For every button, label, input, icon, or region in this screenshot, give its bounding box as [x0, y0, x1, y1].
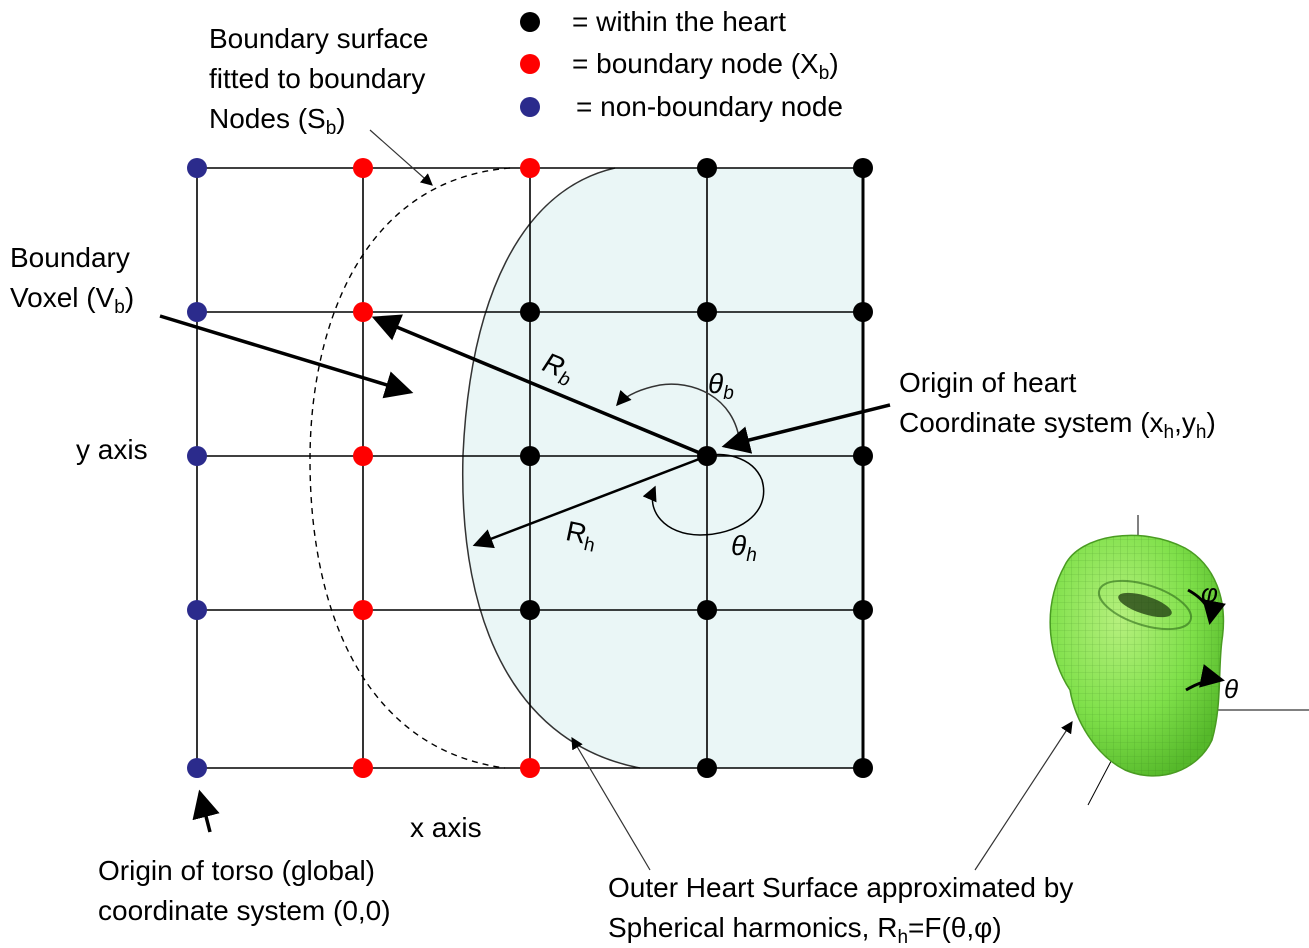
boundary-voxel-label: Boundary Voxel (Vb) — [10, 242, 135, 318]
outer-surface-pointer — [571, 736, 651, 871]
boundary-node — [520, 758, 540, 778]
theta-symbol: θ — [1224, 674, 1239, 704]
x-axis-label: x axis — [410, 812, 482, 843]
legend-nonboundary-dot — [520, 97, 540, 117]
heart-node — [853, 600, 873, 620]
boundary-node — [520, 158, 540, 178]
heart-node — [697, 758, 717, 778]
non-boundary-node — [187, 758, 207, 778]
theta-h-symbol: θh — [731, 530, 757, 566]
rh-arrow — [472, 454, 708, 549]
theta-h-loop — [642, 453, 765, 536]
rb-arrow — [371, 314, 708, 458]
outer-surface-label: Outer Heart Surface approximated by Sphe… — [608, 872, 1074, 948]
legend-boundary-dot — [520, 54, 540, 74]
phi-symbol: φ — [1201, 578, 1218, 608]
non-boundary-node — [187, 446, 207, 466]
heart-3d-model — [1049, 515, 1309, 806]
heart-node — [853, 758, 873, 778]
origin-heart-arrow — [721, 403, 891, 454]
boundary-surface-pointer — [369, 129, 433, 186]
origin-torso-arrow — [192, 789, 220, 833]
heart-region — [462, 168, 863, 768]
heart-node — [520, 302, 540, 322]
heart-node — [697, 158, 717, 178]
boundary-node — [353, 158, 373, 178]
fitted-boundary-surface — [309, 167, 511, 769]
boundary-surface-label: Boundary surface fitted to boundary Node… — [209, 23, 429, 139]
boundary-voxel-arrow — [159, 314, 414, 399]
boundary-node — [353, 758, 373, 778]
heart-node — [520, 600, 540, 620]
origin-heart-label: Origin of heart Coordinate system (xh,yh… — [899, 367, 1216, 443]
grid-nodes — [187, 158, 873, 778]
boundary-node — [353, 600, 373, 620]
theta-b-symbol: θb — [708, 368, 734, 404]
non-boundary-node — [187, 158, 207, 178]
heart-node — [697, 600, 717, 620]
theta-b-arc — [616, 383, 741, 445]
heart-node — [520, 446, 540, 466]
heart-model-pointer — [974, 720, 1073, 871]
boundary-node — [353, 302, 373, 322]
legend-boundary-label: = boundary node (Xb) — [572, 48, 839, 84]
origin-torso-label: Origin of torso (global) coordinate syst… — [98, 855, 391, 926]
heart-node — [853, 302, 873, 322]
non-boundary-node — [187, 302, 207, 322]
legend-within-dot — [520, 12, 540, 32]
heart-node — [853, 158, 873, 178]
heart-node — [697, 302, 717, 322]
legend-within-label: = within the heart — [572, 6, 787, 37]
y-axis-label: y axis — [76, 434, 148, 465]
boundary-node — [353, 446, 373, 466]
heart-node — [853, 446, 873, 466]
legend-nonboundary-label: = non-boundary node — [576, 91, 843, 122]
non-boundary-node — [187, 600, 207, 620]
